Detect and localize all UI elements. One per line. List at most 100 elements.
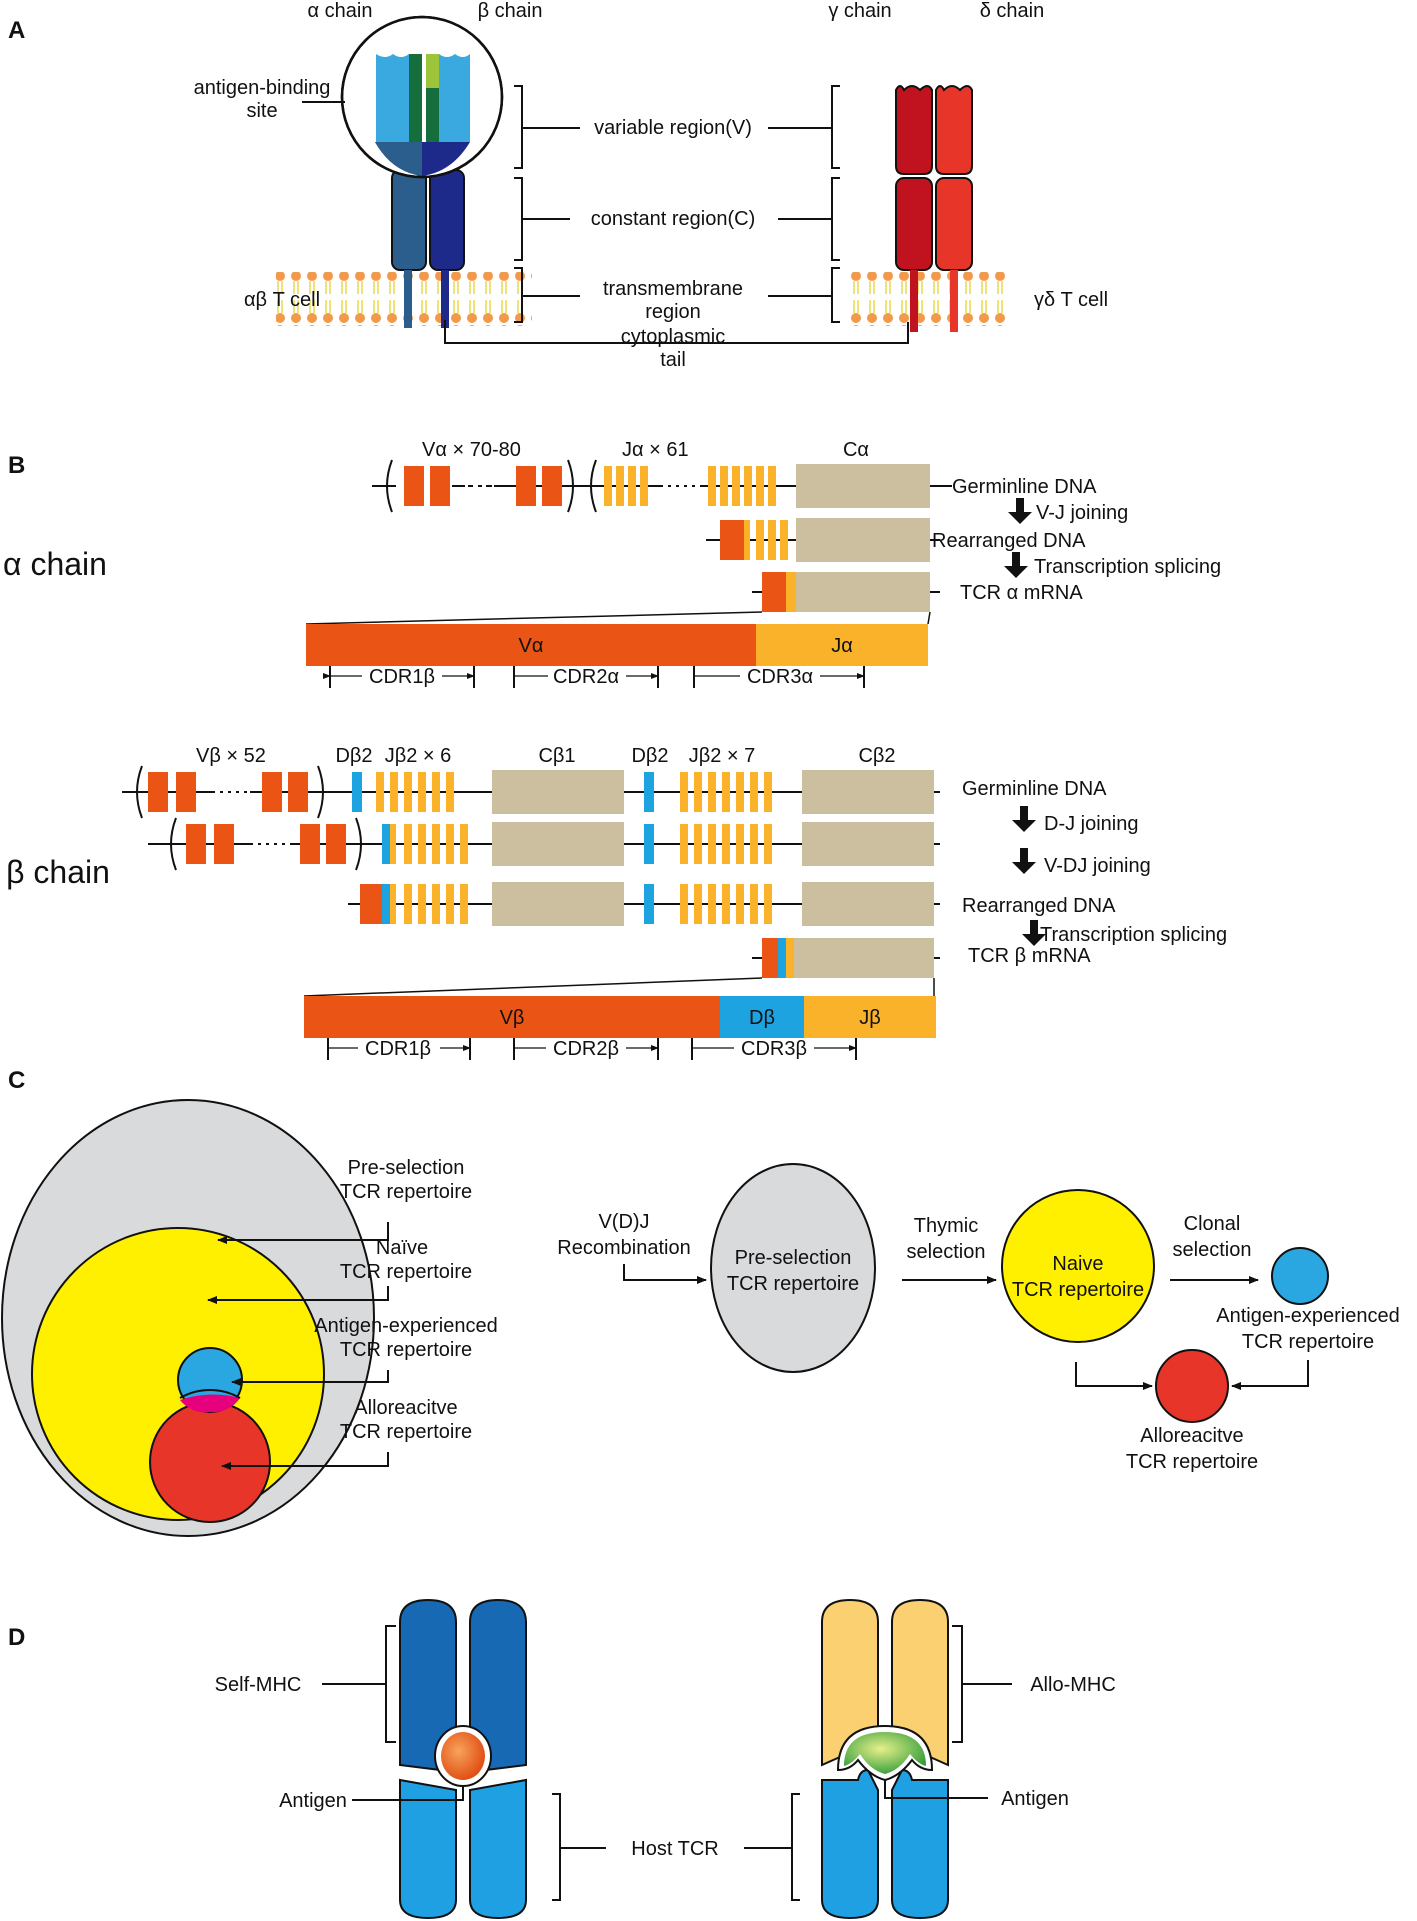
flow-ag-label-2: TCR repertoire [1242, 1331, 1374, 1353]
delta-chain-label: δ chain [980, 0, 1045, 22]
gd-tcell-label: γδ T cell [1034, 289, 1108, 311]
beta-j2a-label: Jβ2 × 6 [385, 745, 452, 767]
panel-d-label: D [8, 1624, 25, 1651]
ag-to-allo-arrow [1231, 1360, 1309, 1390]
panel-a-label: A [8, 17, 25, 44]
gd-membrane [848, 272, 1008, 326]
beta-v-count: Vβ × 52 [196, 745, 266, 767]
alpha-v-count: Vα × 70-80 [422, 439, 521, 461]
flow-alloreactive [1155, 1349, 1229, 1423]
alpha-step1-label: V-J joining [1036, 502, 1128, 524]
flow-pre-selection [710, 1163, 876, 1373]
self-mhc-bracket [322, 1625, 396, 1743]
variable-region-label: variable region(V) [594, 117, 752, 139]
alpha-mrna-label: TCR α mRNA [960, 582, 1083, 604]
allo-mhc-label: Allo-MHC [1030, 1674, 1116, 1696]
beta-dj-row [148, 817, 940, 871]
flow-allo-label-1: Alloreacitve [1140, 1425, 1243, 1447]
beta-arrow-1 [1012, 806, 1036, 832]
alpha-bar [306, 624, 928, 666]
tm-bracket-left [514, 267, 580, 323]
cytoplasmic-label-1: cytoplasmic [621, 326, 725, 348]
beta-c1-label: Cβ1 [538, 745, 575, 767]
beta-cdr3: CDR3β [741, 1038, 807, 1060]
allo-label-2: TCR repertoire [340, 1421, 472, 1443]
alpha-cdr-marks [323, 666, 865, 688]
antigen-binding-label-1: antigen-binding [194, 77, 331, 99]
vdj-arrow [623, 1264, 707, 1284]
beta-bar-d: Dβ [749, 1007, 775, 1029]
host-tcr-bracket-left [552, 1793, 606, 1901]
beta-j2b-label: Jβ2 × 7 [689, 745, 756, 767]
panel-a: A α [8, 0, 1108, 371]
alpha-rearranged-row [706, 518, 940, 562]
beta-d2a-label: Dβ2 [335, 745, 372, 767]
ag-exp-label-2: TCR repertoire [340, 1339, 472, 1361]
ab-tcell-label: αβ T cell [244, 289, 320, 311]
beta-germline-label: Germinline DNA [962, 778, 1107, 800]
alpha-step2-label: Transcription splicing [1034, 556, 1221, 578]
pre-sel-label-2: TCR repertoire [340, 1181, 472, 1203]
thymic-label-1: Thymic [914, 1215, 978, 1237]
transmembrane-label-1: transmembrane [603, 278, 743, 300]
alpha-transmembrane [404, 270, 412, 328]
alpha-j-count: Jα × 61 [622, 439, 689, 461]
host-tcr-label: Host TCR [631, 1838, 718, 1860]
antigen-binding-label-2: site [246, 100, 277, 122]
antigen-binding-circle [340, 15, 504, 179]
allo-mhc-complex [821, 1598, 949, 1920]
constant-bracket-left [514, 177, 570, 261]
beta-constant-domain [429, 169, 465, 271]
beta-cdr2: CDR2β [553, 1038, 619, 1060]
alpha-c-label: Cα [843, 439, 869, 461]
cytoplasmic-line [444, 320, 909, 344]
alpha-cdr3: CDR3α [747, 666, 813, 688]
beta-arrow-3 [1022, 920, 1046, 946]
variable-bracket-left [514, 85, 580, 169]
alpha-bar-v: Vα [519, 635, 544, 657]
panel-c: C Pre-selection TCR repertoire Naïve TCR… [1, 1067, 1400, 1537]
alpha-mrna-row [305, 572, 940, 625]
beta-cdr1: CDR1β [365, 1038, 431, 1060]
beta-rearranged-row [348, 882, 940, 926]
flow-pre-label-2: TCR repertoire [727, 1273, 859, 1295]
alpha-germline-label: Germinline DNA [952, 476, 1097, 498]
alpha-cdr2: CDR2α [553, 666, 619, 688]
flow-pre-label-1: Pre-selection [735, 1247, 852, 1269]
flow-allo-label-2: TCR repertoire [1126, 1451, 1258, 1473]
antigen-right-pointer [884, 1780, 988, 1799]
alpha-chain-label: α chain [308, 0, 373, 22]
alpha-arrow-2 [1004, 552, 1028, 578]
beta-cdr-marks [327, 1038, 857, 1060]
beta-bar [304, 996, 936, 1038]
flow-naive [1001, 1189, 1155, 1343]
naive-label-2: TCR repertoire [340, 1261, 472, 1283]
beta-step1-label: D-J joining [1044, 813, 1138, 835]
clonal-label-1: Clonal [1184, 1213, 1241, 1235]
allo-label-1: Alloreacitve [354, 1397, 457, 1419]
ag-exp-label-1: Antigen-experienced [314, 1315, 497, 1337]
panel-c-label: C [8, 1067, 25, 1094]
vdj-label-1: V(D)J [598, 1211, 649, 1233]
naive-to-allo-arrow [1075, 1362, 1153, 1390]
alpha-chain-title: α chain [3, 546, 107, 582]
gamma-chain-label: γ chain [828, 0, 891, 22]
beta-step2-label: V-DJ joining [1044, 855, 1151, 877]
beta-chain-title: β chain [6, 854, 110, 890]
flow-naive-label-2: TCR repertoire [1012, 1279, 1144, 1301]
beta-bar-j: Jβ [859, 1007, 881, 1029]
beta-mrna-row [303, 938, 940, 997]
beta-d2b-label: Dβ2 [631, 745, 668, 767]
beta-arrow-2 [1012, 848, 1036, 874]
cytoplasmic-label-2: tail [660, 349, 686, 371]
alpha-germline-row [372, 459, 952, 513]
tm-bracket-right [768, 267, 840, 323]
flow-naive-label-1: Naive [1052, 1253, 1103, 1275]
panel-d: D Self-MHC Antigen Allo-MHC Antigen [8, 1598, 1116, 1920]
flow-antigen-experienced [1271, 1247, 1329, 1305]
beta-germline-row [122, 765, 940, 819]
thymic-label-2: selection [907, 1241, 986, 1263]
alpha-constant-domain [391, 169, 427, 271]
antigen-right-label: Antigen [1001, 1788, 1069, 1810]
